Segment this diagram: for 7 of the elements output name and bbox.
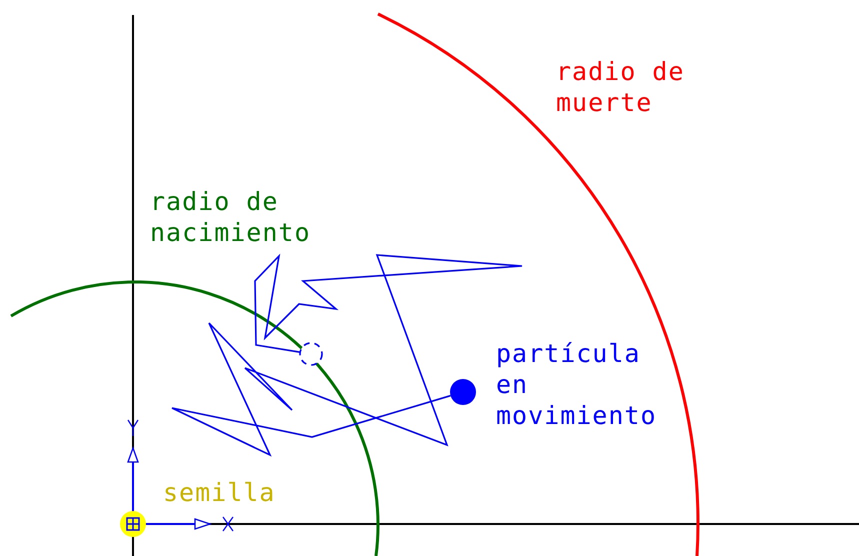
seed-label: semilla [163, 477, 276, 508]
particle-dot [450, 379, 476, 405]
particle-label: partícula en movimiento [496, 338, 658, 431]
birth-radius-label: radio de nacimiento [150, 186, 312, 248]
start-point-circle [299, 342, 323, 366]
death-radius-label: radio de muerte [556, 56, 686, 118]
random-walk-path [171, 254, 523, 457]
